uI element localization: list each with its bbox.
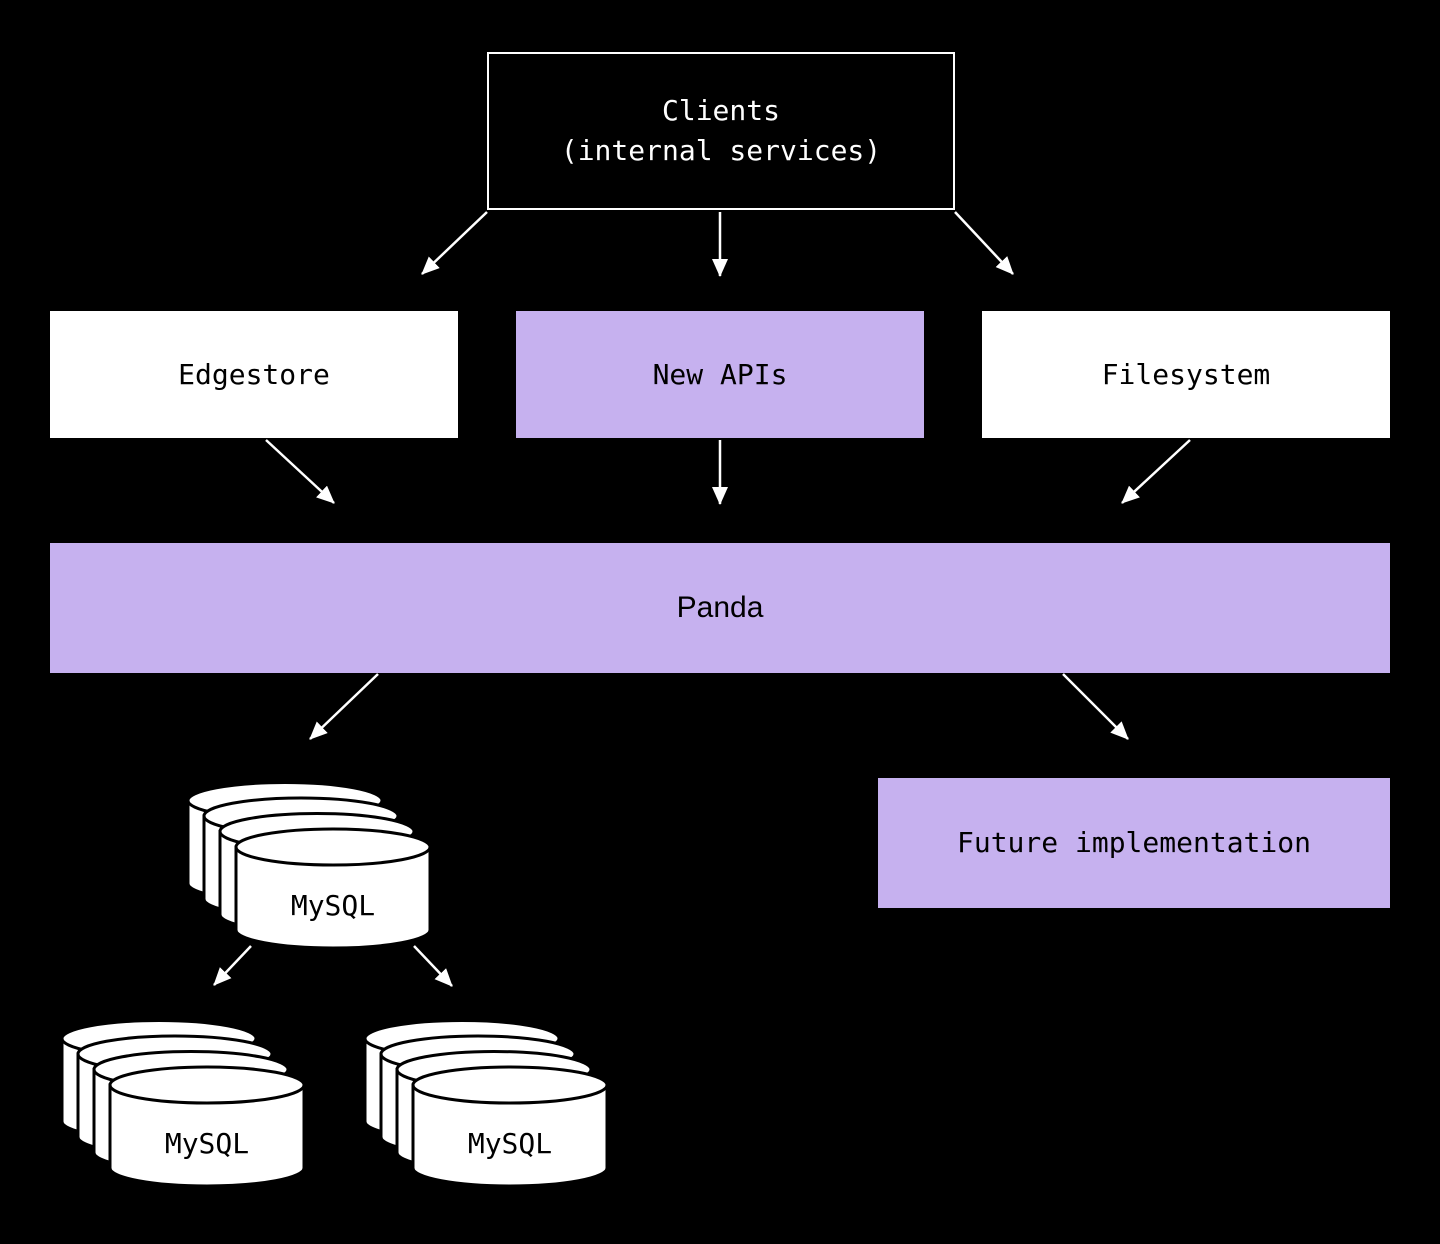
new-apis-label: New APIs	[652, 357, 788, 391]
filesystem-node: Filesystem	[982, 311, 1390, 438]
clients-node: Clients (internal services)	[487, 52, 955, 210]
edges	[213, 211, 1191, 987]
mysql-shard-left-db-stack: MySQL	[60, 1019, 306, 1188]
database-cylinder-icon	[108, 1065, 306, 1188]
edgestore-label: Edgestore	[178, 357, 330, 391]
edgestore-node: Edgestore	[50, 311, 458, 438]
mysql-shard-right-db-stack: MySQL	[363, 1019, 609, 1188]
mysql-shard-left-label: MySQL	[165, 1127, 249, 1160]
mysql-main-label: MySQL	[291, 889, 375, 922]
edge-clients-filesystem-arrow	[954, 211, 1014, 275]
edge-clients-edgestore-arrow	[421, 211, 488, 275]
edge-edgestore-panda-arrow	[265, 439, 335, 504]
panda-label: Panda	[676, 591, 764, 624]
edge-panda-mysql-arrow	[309, 673, 379, 740]
filesystem-label: Filesystem	[1101, 357, 1271, 391]
database-cylinder-icon	[234, 827, 432, 950]
mysql-main-db-stack: MySQL	[186, 781, 432, 950]
edge-mysql-shardright-arrow	[413, 945, 453, 987]
edge-panda-future-arrow	[1062, 673, 1129, 740]
panda-node: Panda	[50, 543, 1390, 673]
edge-filesystem-panda-arrow	[1121, 439, 1191, 504]
new-apis-node: New APIs	[516, 311, 924, 438]
database-cylinder-icon	[411, 1065, 609, 1188]
clients-label-line1: Clients	[661, 94, 780, 127]
mysql-shard-right-label: MySQL	[468, 1127, 552, 1160]
edge-mysql-shardleft-arrow	[213, 945, 252, 986]
future-implementation-node: Future implementation	[878, 778, 1390, 908]
clients-label-line2: (internal services)	[560, 134, 882, 167]
future-implementation-label: Future implementation	[956, 826, 1311, 859]
